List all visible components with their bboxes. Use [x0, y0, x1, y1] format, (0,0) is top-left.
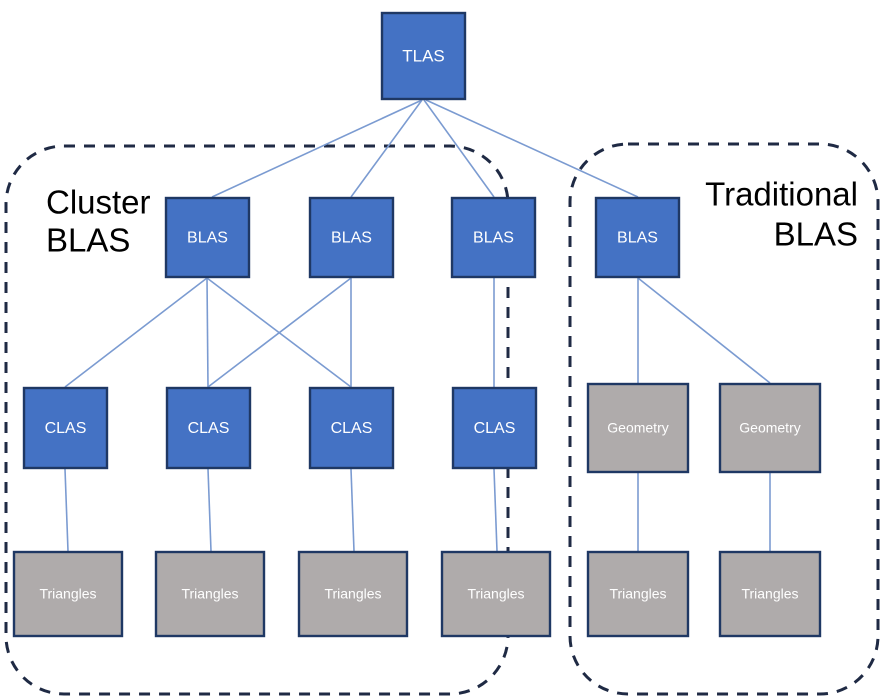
node-box-blas-4[interactable] [594, 196, 681, 279]
node-label-geometry-2: Geometry [739, 420, 800, 436]
edge-tlas-to-blas-3 [423, 99, 495, 198]
node-blas-1[interactable]: BLAS [164, 196, 251, 279]
node-label-geometry-1: Geometry [607, 420, 668, 436]
edge-clas-1-to-triangles-1 [64, 468, 69, 552]
edge-blas-1-to-clas-1 [64, 277, 208, 388]
node-label-tlas: TLAS [402, 46, 445, 65]
node-box-triangles-5[interactable] [586, 550, 690, 638]
node-box-triangles-4[interactable] [440, 550, 552, 638]
node-label-clas-2: CLAS [188, 420, 230, 437]
nodes-layer: TLAS BLAS BLAS BLAS BLAS CLAS CLAS CLAS CLAS Geom… [12, 11, 822, 638]
edge-clas-2-to-triangles-2 [207, 468, 212, 552]
node-label-clas-4: CLAS [474, 420, 516, 437]
node-box-tlas[interactable] [380, 11, 467, 101]
node-label-blas-4: BLAS [617, 230, 658, 247]
node-box-triangles-6[interactable] [718, 550, 822, 638]
node-triangles-6[interactable]: Triangles [718, 550, 822, 638]
group-title-traditional-title-line2: BLAS [774, 216, 858, 253]
group-outlines-layer [4, 142, 880, 696]
node-blas-2[interactable]: BLAS [308, 196, 395, 279]
edge-tlas-to-blas-1 [211, 99, 423, 198]
node-label-triangles-3: Triangles [324, 586, 381, 602]
node-label-triangles-5: Triangles [609, 586, 666, 602]
edge-clas-4-to-triangles-4 [493, 468, 498, 552]
edge-clas-3-to-triangles-3 [350, 468, 355, 552]
edge-tlas-to-blas-2 [350, 99, 423, 198]
node-label-clas-3: CLAS [331, 420, 373, 437]
node-geometry-2[interactable]: Geometry [718, 382, 822, 474]
node-clas-4[interactable]: CLAS [451, 386, 538, 470]
node-clas-1[interactable]: CLAS [22, 386, 109, 470]
group-outline-traditional-blas [568, 142, 880, 696]
node-geometry-1[interactable]: Geometry [586, 382, 690, 474]
node-label-triangles-6: Triangles [741, 586, 798, 602]
node-box-clas-4[interactable] [451, 386, 538, 470]
node-box-clas-1[interactable] [22, 386, 109, 470]
node-blas-3[interactable]: BLAS [450, 196, 537, 279]
node-label-triangles-1: Triangles [39, 586, 96, 602]
node-clas-2[interactable]: CLAS [165, 386, 252, 470]
node-box-clas-3[interactable] [308, 386, 395, 470]
node-box-blas-1[interactable] [164, 196, 251, 279]
edges-layer [64, 99, 771, 552]
node-clas-3[interactable]: CLAS [308, 386, 395, 470]
node-label-blas-2: BLAS [331, 230, 372, 247]
edge-blas-2-to-clas-2 [207, 277, 352, 388]
node-triangles-4[interactable]: Triangles [440, 550, 552, 638]
node-box-blas-2[interactable] [308, 196, 395, 279]
node-box-triangles-1[interactable] [12, 550, 124, 638]
node-label-blas-3: BLAS [473, 230, 514, 247]
node-triangles-3[interactable]: Triangles [297, 550, 409, 638]
node-label-clas-1: CLAS [45, 420, 87, 437]
node-box-geometry-2[interactable] [718, 382, 822, 474]
edge-blas-4-to-geometry-2 [637, 277, 771, 384]
node-triangles-5[interactable]: Triangles [586, 550, 690, 638]
node-box-clas-2[interactable] [165, 386, 252, 470]
node-box-geometry-1[interactable] [586, 382, 690, 474]
node-box-triangles-3[interactable] [297, 550, 409, 638]
edge-blas-1-to-clas-2 [206, 277, 209, 388]
group-title-cluster-title-line2: BLAS [46, 222, 130, 259]
group-title-cluster-title-line1: Cluster [46, 184, 151, 221]
node-label-triangles-2: Triangles [181, 586, 238, 602]
group-title-traditional-title-line1: Traditional [705, 176, 858, 213]
node-triangles-1[interactable]: Triangles [12, 550, 124, 638]
node-label-triangles-4: Triangles [467, 586, 524, 602]
node-blas-4[interactable]: BLAS [594, 196, 681, 279]
node-tlas[interactable]: TLAS [380, 11, 467, 101]
node-box-blas-3[interactable] [450, 196, 537, 279]
edge-tlas-to-blas-4 [425, 99, 639, 198]
node-box-triangles-2[interactable] [154, 550, 266, 638]
node-label-blas-1: BLAS [187, 230, 228, 247]
node-triangles-2[interactable]: Triangles [154, 550, 266, 638]
